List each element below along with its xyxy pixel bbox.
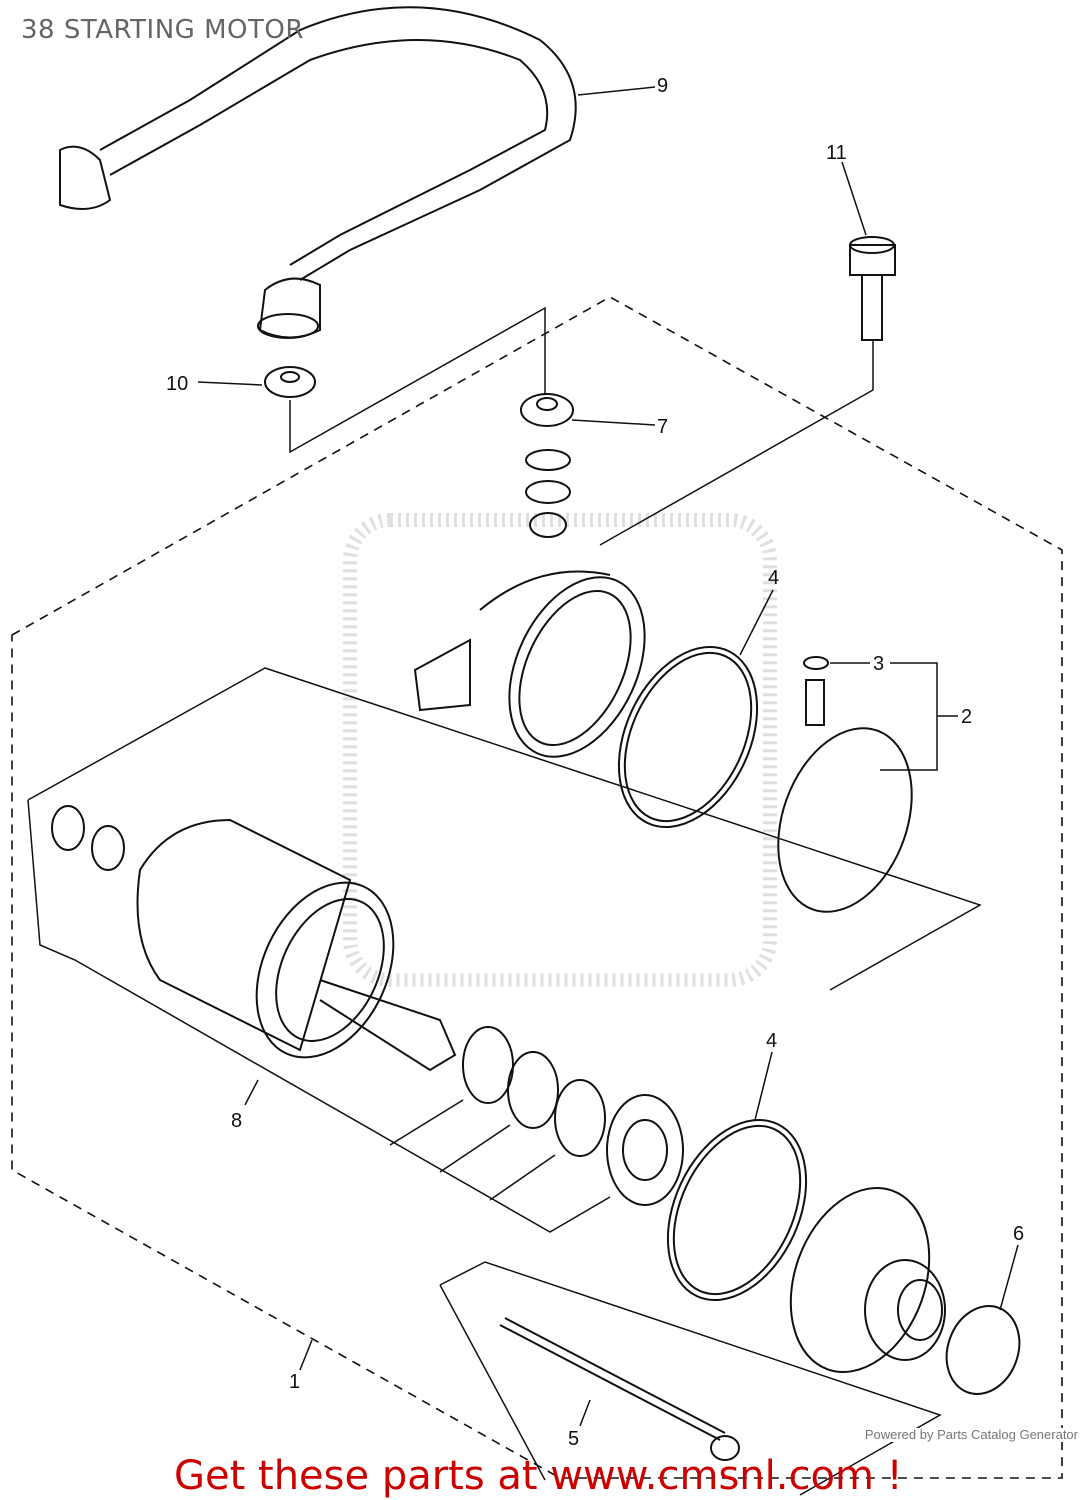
cms-watermark bbox=[343, 513, 777, 987]
brush-plate bbox=[777, 727, 913, 913]
powered-by-label: Powered by Parts Catalog Generator bbox=[864, 1427, 1078, 1443]
nut bbox=[264, 366, 316, 398]
callout-10: 10 bbox=[166, 373, 188, 395]
o-ring bbox=[666, 1119, 808, 1301]
callout-5: 5 bbox=[568, 1428, 579, 1450]
cta-link[interactable]: Get these parts at www.cmsnl.com ! bbox=[174, 1453, 903, 1499]
front-cover bbox=[789, 1187, 946, 1373]
assembly-boundary bbox=[11, 296, 1063, 1479]
callout-1: 1 bbox=[289, 1371, 300, 1393]
nut bbox=[520, 393, 574, 427]
callout-8: 8 bbox=[231, 1110, 242, 1132]
callout-2: 2 bbox=[961, 706, 972, 728]
callout-3: 3 bbox=[873, 653, 884, 675]
starter-cable bbox=[59, 6, 577, 339]
callout-4-bottom: 4 bbox=[766, 1030, 777, 1052]
bolt bbox=[849, 236, 896, 341]
page-title: 38 STARTING MOTOR bbox=[21, 15, 304, 45]
o-ring-small bbox=[945, 1305, 1021, 1395]
rear-housing bbox=[413, 570, 646, 758]
motor-yoke bbox=[51, 805, 457, 1072]
o-ring bbox=[617, 646, 759, 828]
callout-4-top: 4 bbox=[768, 567, 779, 589]
callout-11: 11 bbox=[826, 142, 847, 164]
callout-6: 6 bbox=[1013, 1223, 1024, 1245]
callout-9: 9 bbox=[657, 75, 668, 97]
callout-7: 7 bbox=[657, 416, 668, 438]
long-bolt bbox=[499, 1324, 721, 1441]
